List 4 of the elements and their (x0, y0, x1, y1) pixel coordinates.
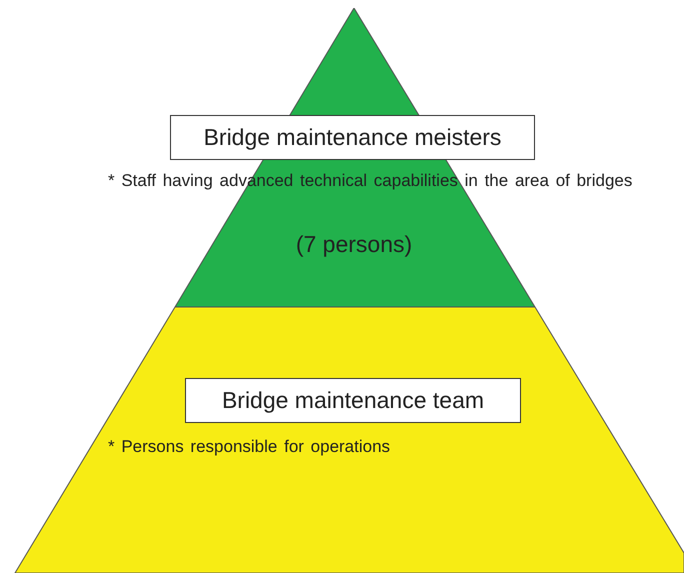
count-text: (7 persons) (294, 231, 414, 259)
title-box: Bridge maintenance team (185, 378, 521, 423)
footnote-text: * Persons responsible for operations (108, 437, 390, 458)
title-box: Bridge maintenance meisters (170, 115, 535, 160)
